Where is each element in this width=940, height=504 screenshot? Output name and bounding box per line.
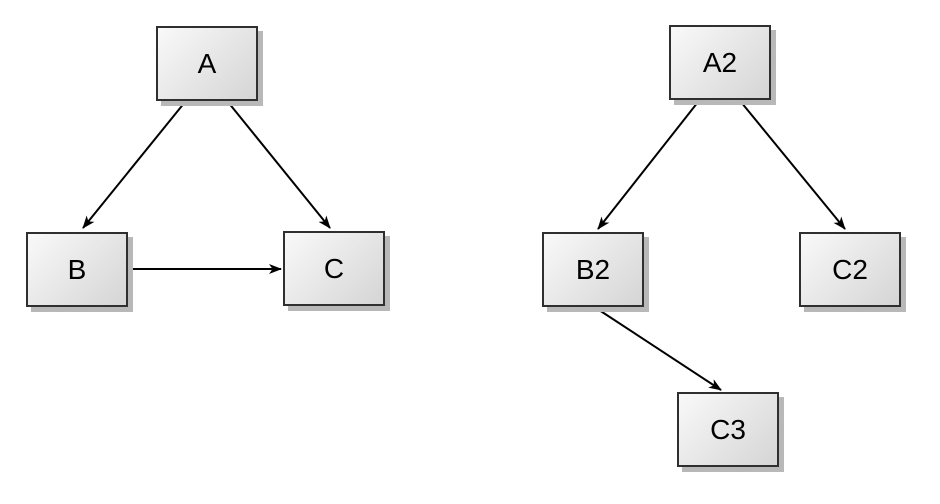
node-B: B [26,232,128,307]
node-A2-label: A2 [702,46,738,78]
node-B2-label: B2 [575,253,611,285]
node-C2: C2 [799,232,901,307]
node-C3-label: C3 [710,413,746,445]
edge-A2-to-C2 [740,101,846,230]
node-C-label: C [323,252,345,284]
edge-A2-to-B2 [597,101,699,230]
node-B-label: B [67,253,87,285]
node-A-label: A [197,47,217,79]
node-C: C [283,231,385,306]
node-A: A [156,26,258,101]
node-A2: A2 [669,25,771,100]
node-B2: B2 [542,232,644,307]
edge-B2-to-C3 [595,307,722,391]
edge-A-to-B [82,101,186,229]
edge-A-to-C [227,101,331,229]
node-C3: C3 [677,392,779,467]
node-C2-label: C2 [832,253,868,285]
